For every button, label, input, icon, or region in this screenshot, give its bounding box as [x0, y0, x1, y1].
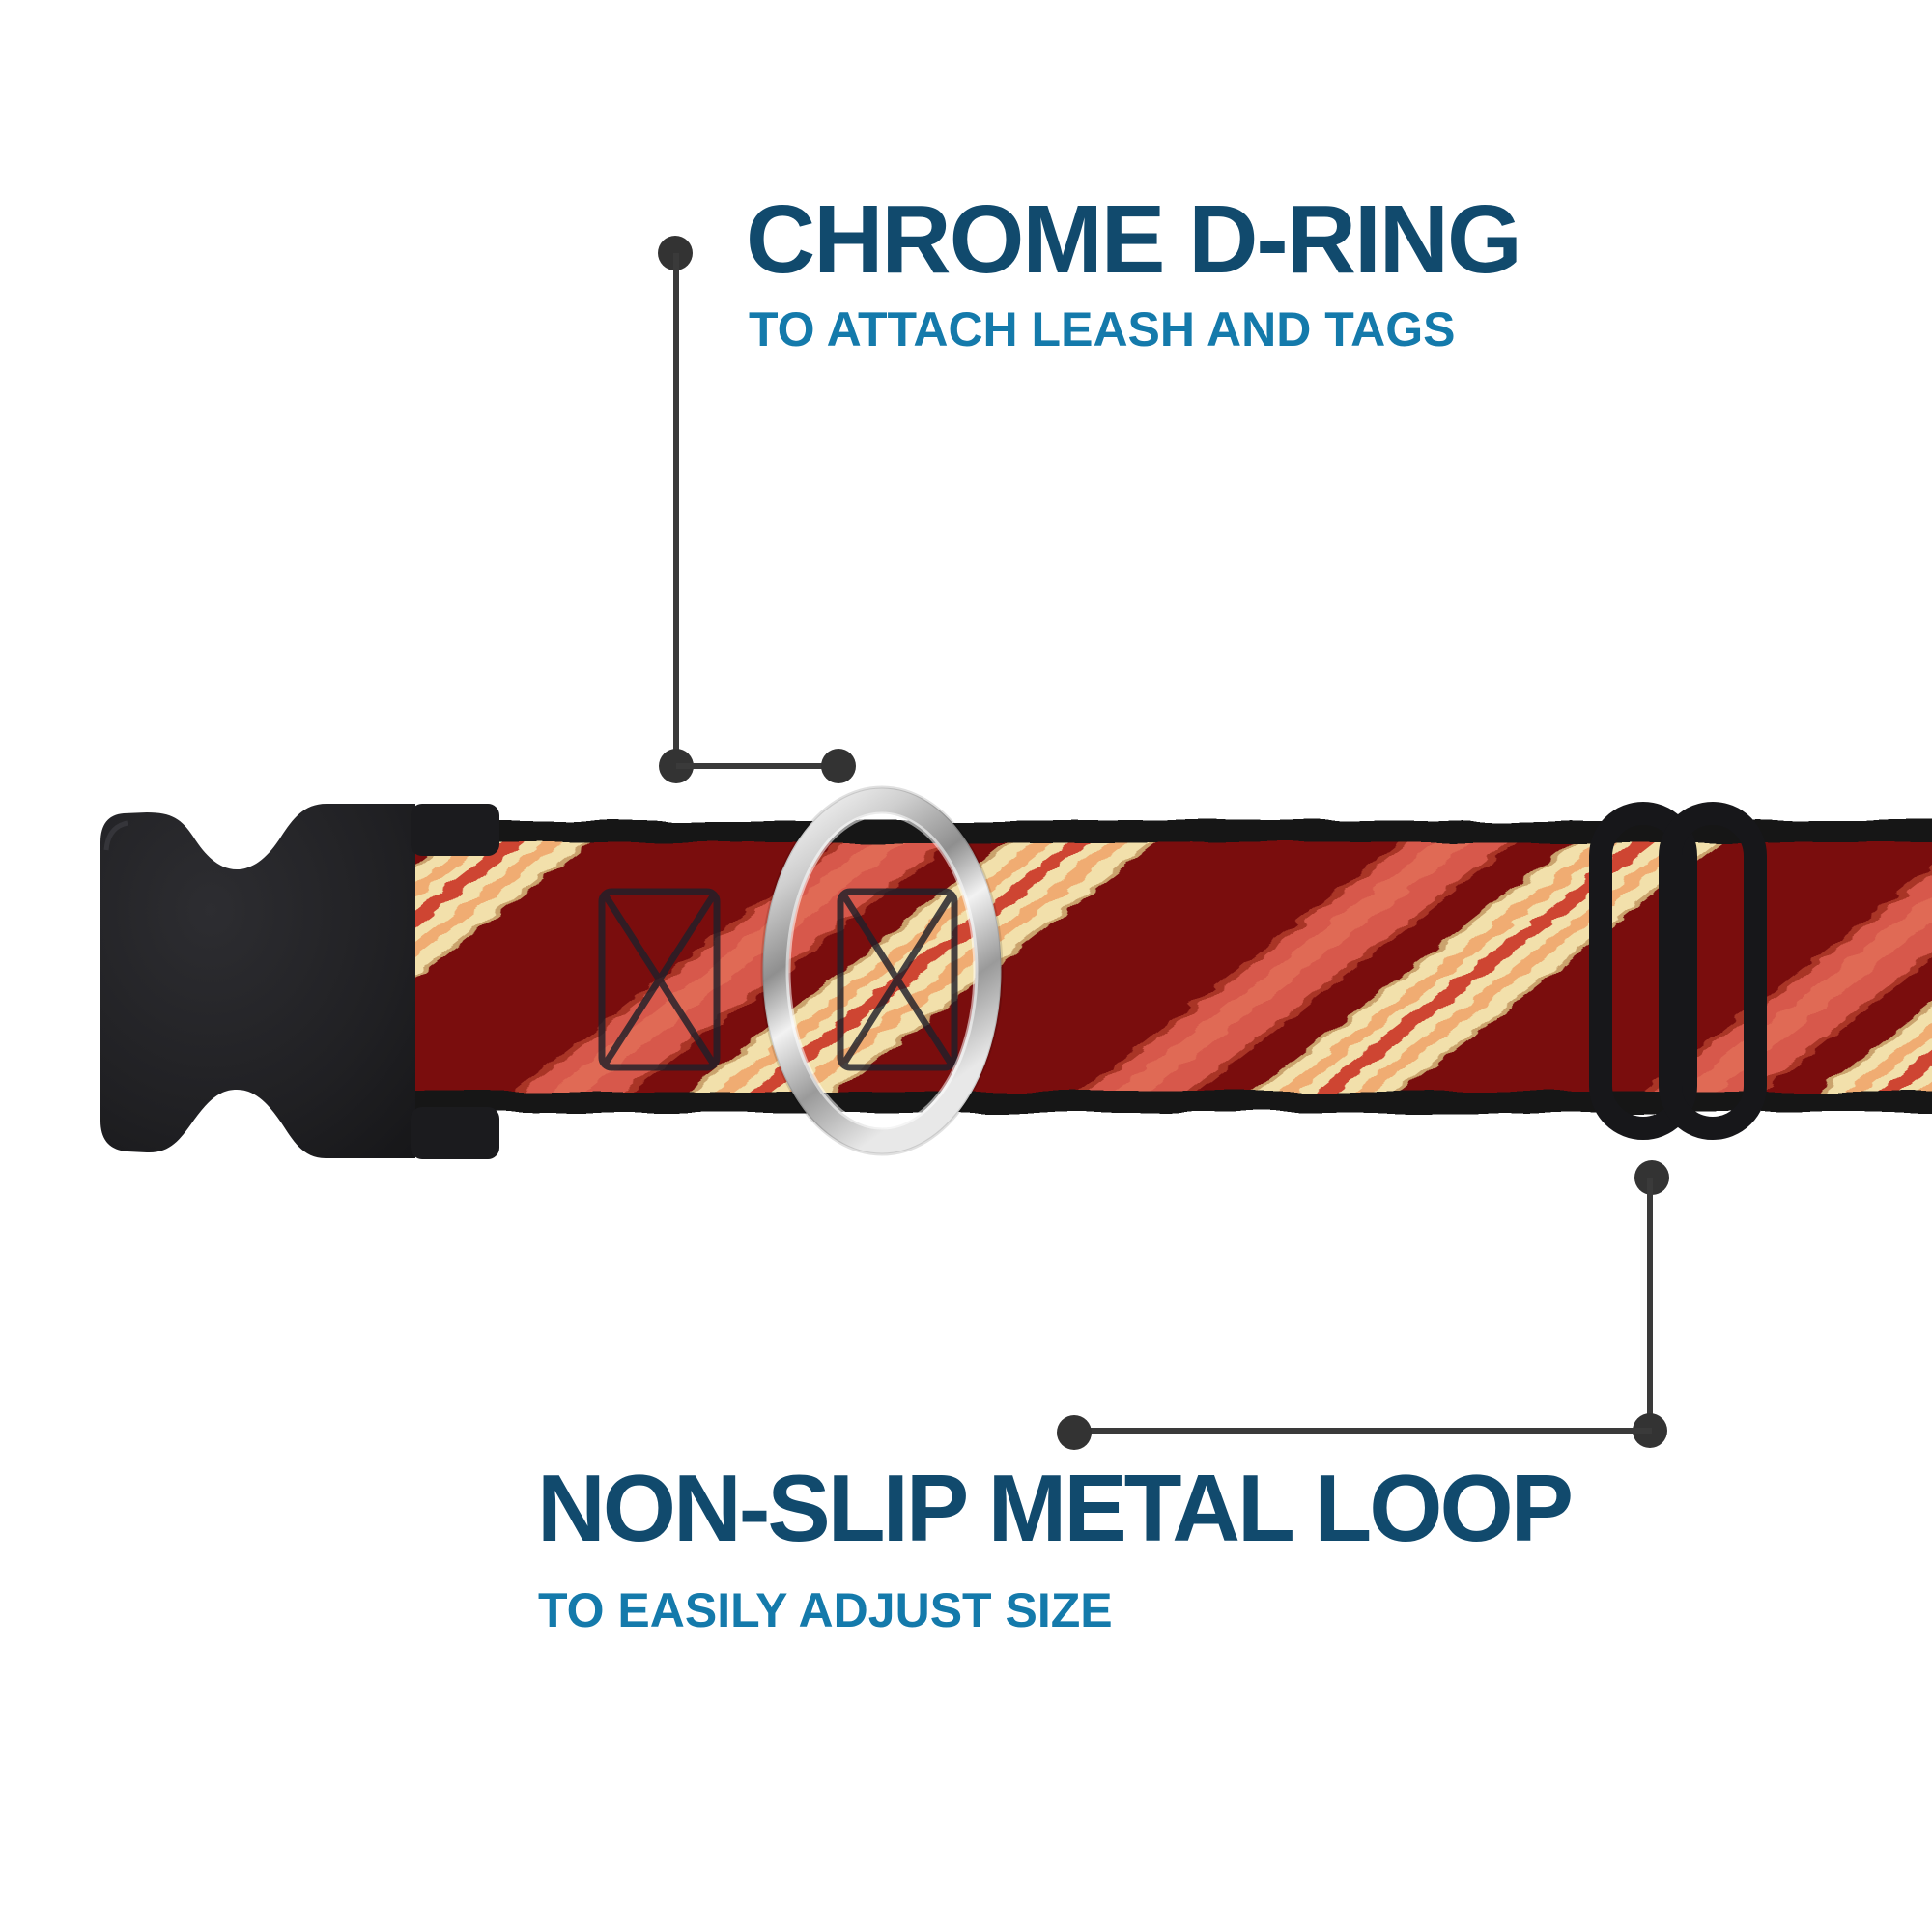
callout-dot [1057, 1415, 1092, 1450]
callout-top-subtitle: TO ATTACH LEASH AND TAGS [749, 302, 1456, 356]
callout-line-horizontal [1072, 1428, 1652, 1434]
chrome-d-ring-icon [760, 785, 1004, 1156]
callout-bottom-subtitle: TO EASILY ADJUST SIZE [538, 1583, 1113, 1637]
callout-top-title: CHROME D-RING [746, 185, 1522, 294]
metal-slider-loop-icon [1589, 802, 1767, 1140]
callout-line-vertical [1647, 1178, 1653, 1433]
callout-dot [821, 749, 856, 783]
box-x-stitching [598, 888, 958, 1071]
callout-bottom-title: NON-SLIP METAL LOOP [537, 1455, 1574, 1561]
callout-line-vertical [673, 253, 679, 766]
callout-line-horizontal [676, 763, 838, 769]
side-release-buckle-icon [100, 804, 499, 1159]
